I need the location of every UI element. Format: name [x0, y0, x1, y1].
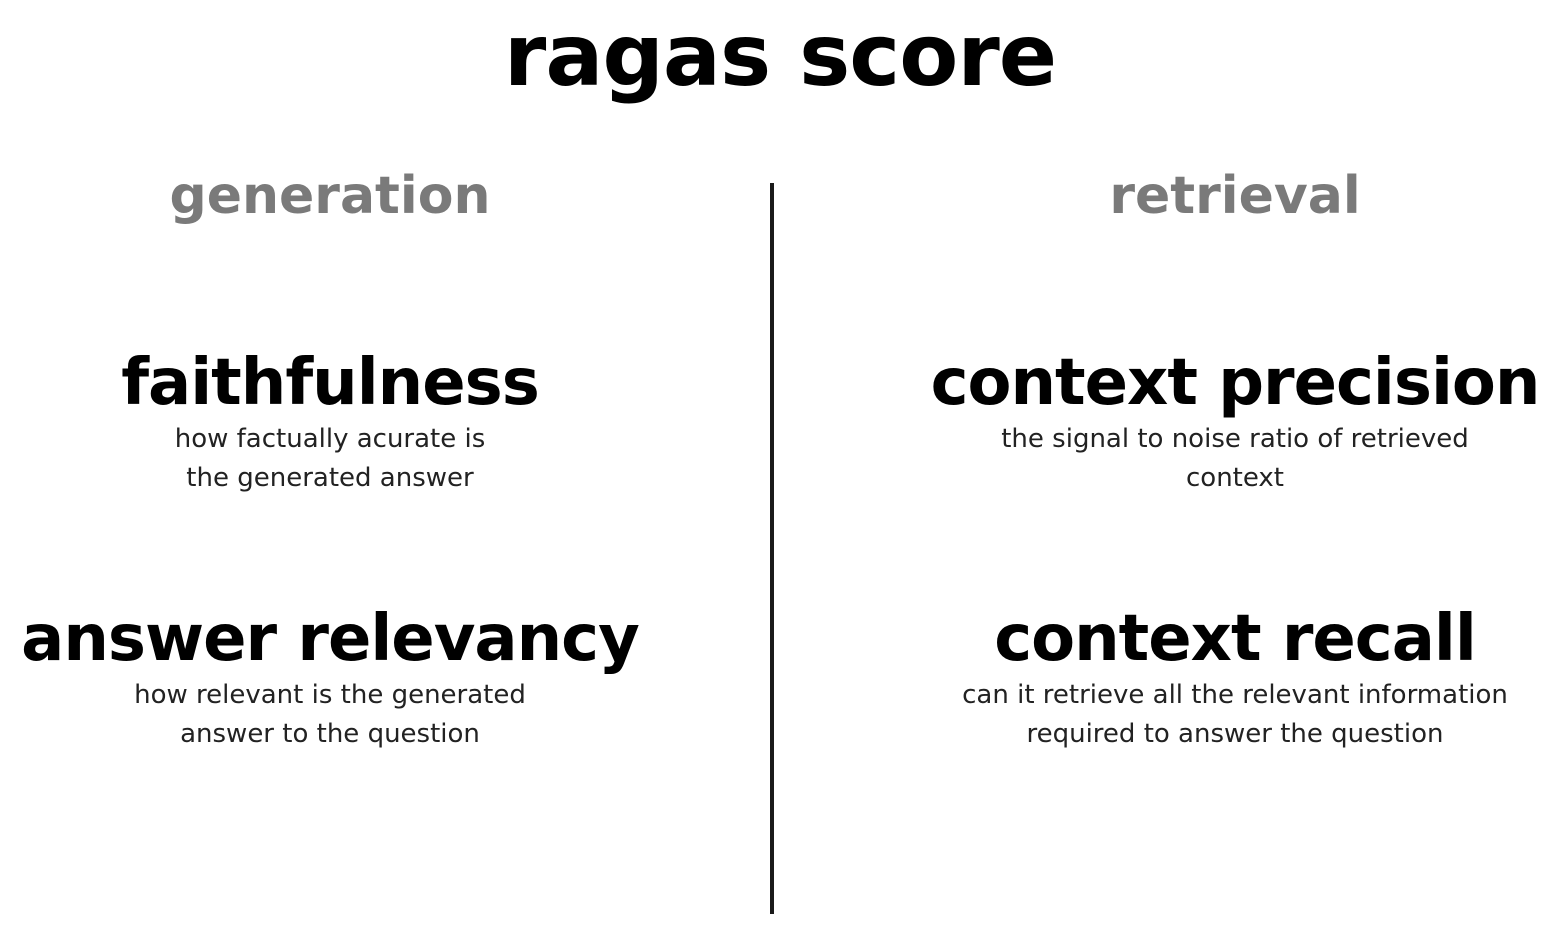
metric-name: context recall — [994, 602, 1477, 676]
metric-context-precision: context precision the signal to noise ra… — [920, 346, 1550, 498]
diagram-title: ragas score — [503, 6, 1057, 106]
metric-description-line: can it retrieve all the relevant informa… — [962, 680, 1508, 710]
metric-description-line: context — [1186, 463, 1284, 493]
generation-heading: generation — [169, 166, 491, 226]
metric-description-line: required to answer the question — [1026, 719, 1444, 749]
metric-context-recall: context recall can it retrieve all the r… — [920, 602, 1550, 754]
metric-name: answer relevancy — [21, 602, 640, 676]
metric-description-line: how factually acurate is — [174, 424, 486, 454]
retrieval-heading: retrieval — [1109, 166, 1361, 226]
metric-description-line: the generated answer — [186, 463, 474, 493]
metric-name: context precision — [930, 346, 1541, 420]
column-divider — [770, 183, 774, 914]
metric-answer-relevancy: answer relevancy how relevant is the gen… — [10, 602, 650, 754]
metric-description-line: the signal to noise ratio of retrieved — [1001, 424, 1469, 454]
metric-name: faithfulness — [121, 346, 540, 420]
metric-description-line: answer to the question — [180, 719, 480, 749]
metric-description-line: how relevant is the generated — [134, 680, 526, 710]
metric-faithfulness: faithfulness how factually acurate is th… — [10, 346, 650, 498]
